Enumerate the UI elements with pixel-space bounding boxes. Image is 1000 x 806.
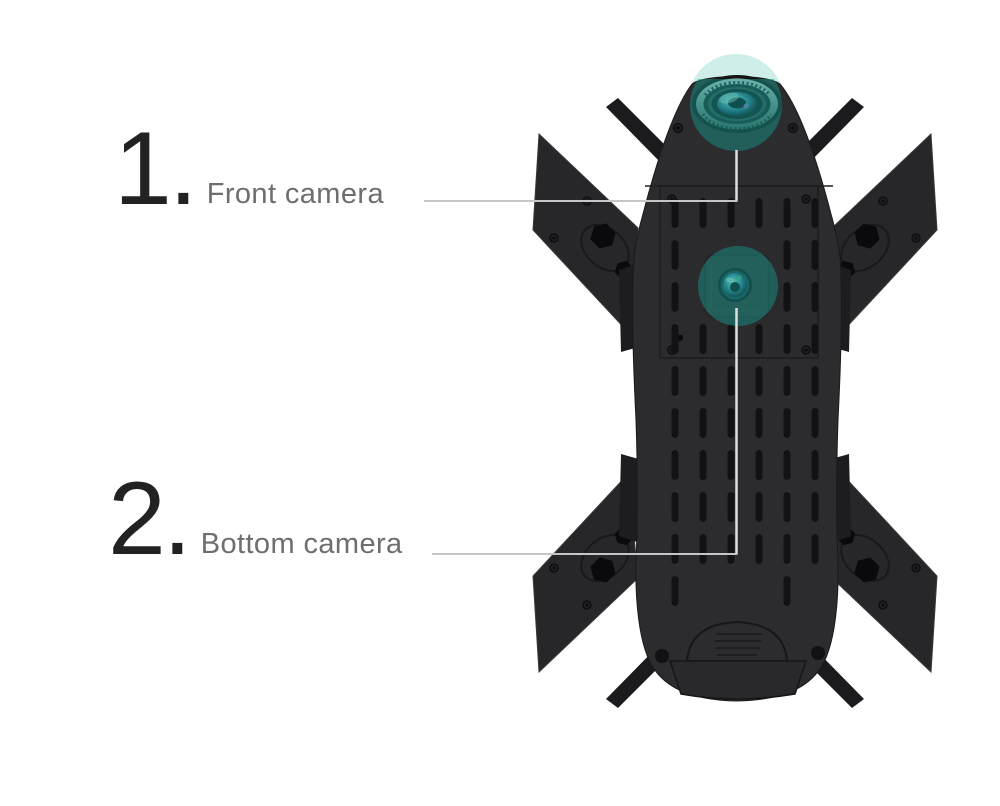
vent-slot <box>811 282 819 312</box>
vent-slot <box>783 492 791 522</box>
vent-slot <box>783 576 791 606</box>
vent-slot <box>671 324 679 354</box>
front-camera-highlight <box>690 79 782 151</box>
vent-slot <box>727 534 735 564</box>
vent-slot <box>671 492 679 522</box>
vent-slot <box>727 366 735 396</box>
tail-knob <box>811 646 825 660</box>
vent-slot <box>783 408 791 438</box>
vent-slot <box>671 576 679 606</box>
vent-slot <box>671 450 679 480</box>
vent-slot <box>811 492 819 522</box>
vent-slot <box>699 366 707 396</box>
vent-slot <box>783 240 791 270</box>
vent-slot <box>671 198 679 228</box>
vent-grid <box>671 198 819 606</box>
vent-slot <box>755 366 763 396</box>
vent-slot <box>671 366 679 396</box>
tail-knob <box>655 649 669 663</box>
callout-label: Front camera <box>206 178 384 211</box>
vent-slot <box>699 198 707 228</box>
vent-slot <box>699 324 707 354</box>
vent-slot <box>727 492 735 522</box>
callout-label: Bottom camera <box>200 528 403 561</box>
vent-slot <box>811 408 819 438</box>
vent-slot <box>811 324 819 354</box>
vent-slot <box>811 240 819 270</box>
callout-number: 2. <box>108 461 192 577</box>
vent-slot <box>699 534 707 564</box>
vent-slot <box>727 450 735 480</box>
vent-slot <box>811 534 819 564</box>
vent-slot <box>755 324 763 354</box>
vent-slot <box>783 282 791 312</box>
callout-front-camera: 1. Front camera <box>114 111 384 227</box>
vent-slot <box>671 240 679 270</box>
vent-slot <box>783 450 791 480</box>
vent-slot <box>811 366 819 396</box>
vent-slot <box>671 534 679 564</box>
vent-slot <box>699 450 707 480</box>
leader-lines <box>424 150 738 555</box>
vent-slot <box>755 492 763 522</box>
vent-slot <box>783 324 791 354</box>
vent-slot <box>783 198 791 228</box>
battery-hatch <box>655 620 825 700</box>
bottom-camera <box>704 254 770 318</box>
vent-slot <box>755 450 763 480</box>
callout-number: 1. <box>114 111 198 227</box>
vent-slot <box>783 366 791 396</box>
vent-slot <box>755 198 763 228</box>
vent-slot <box>783 534 791 564</box>
callout-bottom-camera: 2. Bottom camera <box>108 461 403 577</box>
vent-slot <box>755 408 763 438</box>
front-camera <box>692 75 782 133</box>
vent-slot <box>727 198 735 228</box>
vent-slot <box>699 492 707 522</box>
vent-slot <box>727 324 735 354</box>
vent-slot <box>727 408 735 438</box>
vent-slot <box>755 534 763 564</box>
vent-slot <box>671 408 679 438</box>
vent-slot <box>811 450 819 480</box>
vent-slot <box>811 198 819 228</box>
lens-engraving <box>703 81 772 96</box>
bottom-camera-highlight <box>698 246 778 326</box>
vent-slot <box>671 282 679 312</box>
grip-lines <box>715 633 762 656</box>
vent-slot <box>699 408 707 438</box>
